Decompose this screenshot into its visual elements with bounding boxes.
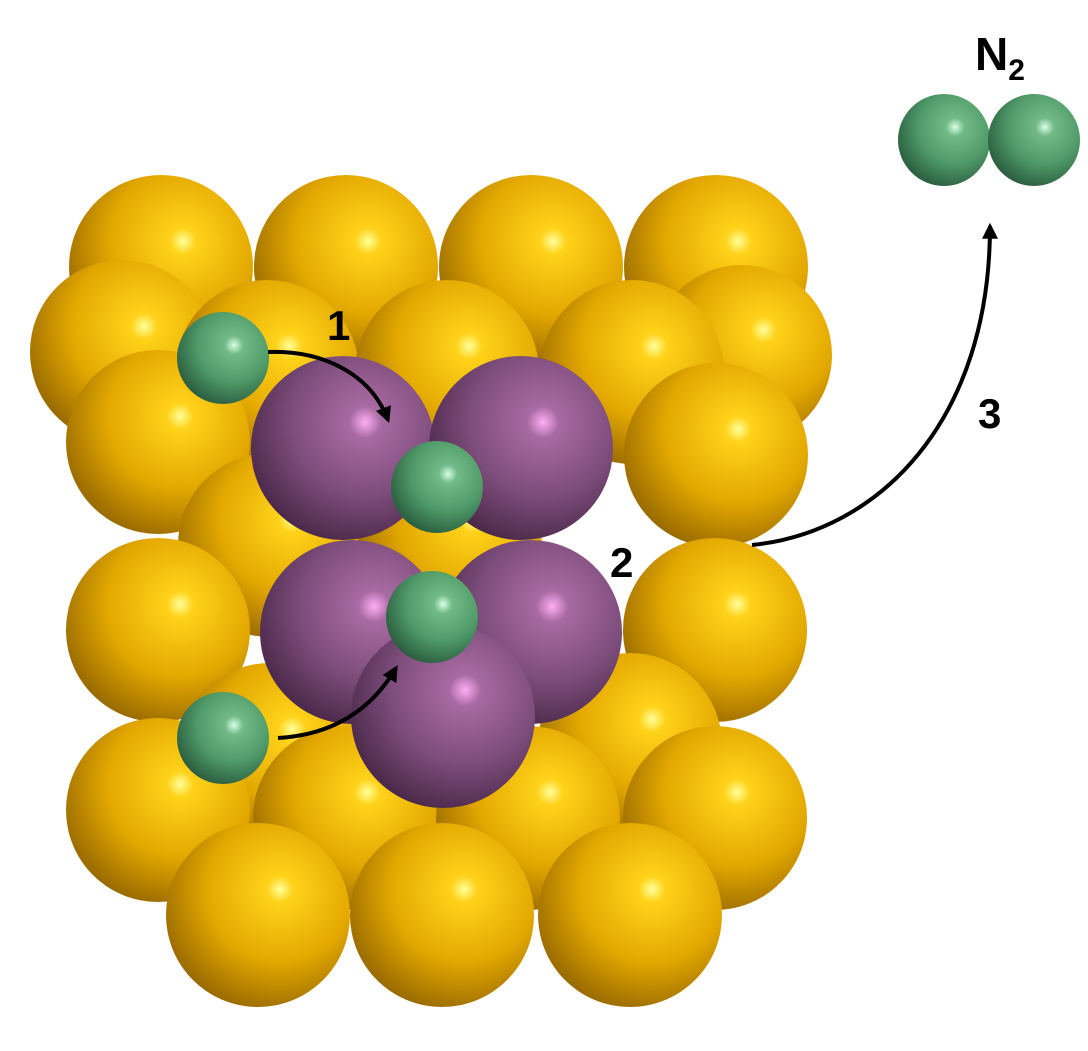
gold-atom: [66, 538, 250, 722]
nitrogen-atom: [988, 94, 1080, 186]
purple-atom: [251, 356, 435, 540]
arrow-layer: [267, 222, 998, 740]
molecule-symbol: N: [975, 28, 1008, 80]
nitrogen-atom: [386, 571, 478, 663]
gold-atom: [624, 363, 808, 547]
molecule-subscript: 2: [1008, 54, 1025, 87]
label-step2: 2: [610, 539, 633, 586]
arrow-step3: [751, 222, 998, 547]
gold-atom: [538, 823, 722, 1007]
label-step3: 3: [978, 390, 1001, 437]
atom-layer: [30, 94, 1080, 1007]
nitrogen-atom: [177, 692, 269, 784]
nitrogen-atom: [177, 312, 269, 404]
nitrogen-atom: [898, 94, 990, 186]
nitrogen-atom: [391, 441, 483, 533]
gold-atom: [166, 823, 350, 1007]
label-layer: 1 2 3 N2: [327, 28, 1025, 586]
arrow-step1: [267, 349, 391, 423]
arrow-step1b: [277, 665, 398, 740]
label-molecule: N2: [975, 28, 1025, 87]
label-step1: 1: [327, 302, 350, 349]
gold-atom: [350, 823, 534, 1007]
